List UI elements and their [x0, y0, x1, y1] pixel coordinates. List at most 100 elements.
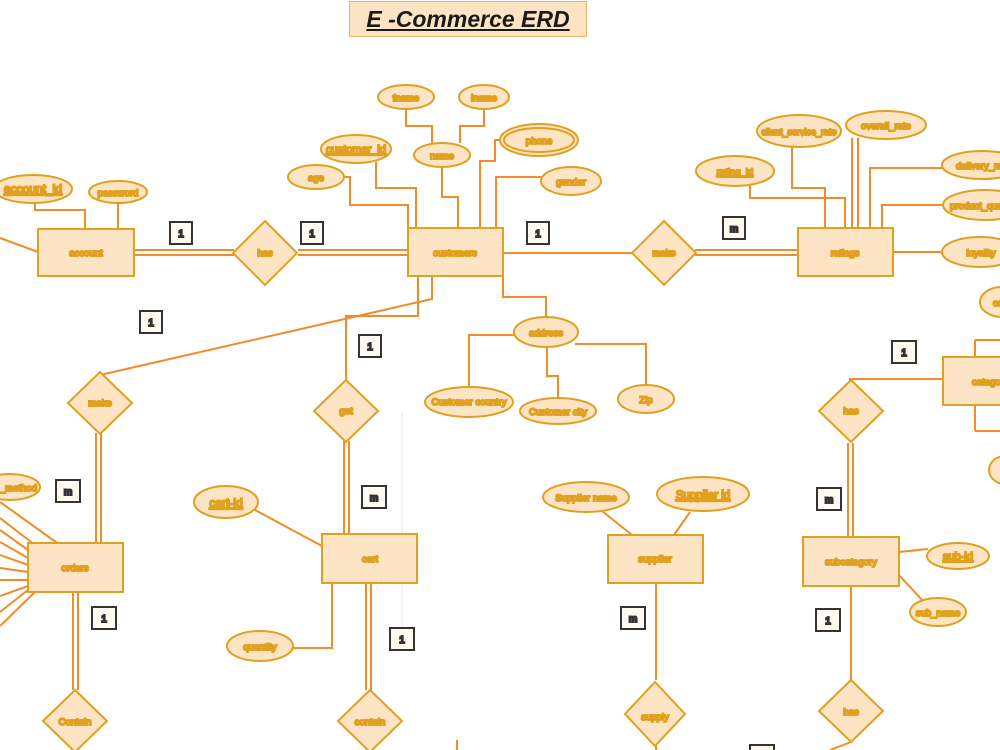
attribute-label: lname: [471, 93, 497, 104]
relationship-label: has: [843, 406, 859, 417]
relationship-label: has: [843, 707, 859, 718]
attribute-cart-id[interactable]: cart-id: [193, 485, 259, 519]
attribute-label: Customer country: [432, 397, 507, 408]
attribute-lname[interactable]: lname: [458, 84, 510, 110]
attribute-phone[interactable]: phone: [499, 123, 579, 157]
svg-text:1: 1: [901, 348, 907, 359]
svg-text:1: 1: [148, 318, 154, 329]
diagram-title: E -Commerce ERD: [366, 5, 570, 32]
entity-customers[interactable]: customers: [407, 227, 504, 277]
attribute-label: client_service_rate: [761, 127, 836, 137]
attribute-sub-id[interactable]: sub-id: [926, 542, 990, 570]
entity-subcategory[interactable]: subcategory: [802, 536, 900, 587]
attribute-customer-id[interactable]: customer_id: [320, 134, 392, 164]
attribute-label: quantity: [243, 642, 277, 653]
entity-label: account: [69, 248, 103, 259]
attribute-password[interactable]: password: [88, 180, 148, 204]
svg-text:m: m: [825, 495, 833, 506]
attribute-product-quality[interactable]: product_qua: [942, 189, 1000, 221]
entity-label: supplier: [638, 554, 671, 565]
svg-text:1: 1: [367, 342, 373, 353]
attribute-delivery-rate[interactable]: delivery_ra: [941, 150, 1000, 180]
attribute-loyality[interactable]: loyality: [941, 236, 1000, 268]
attribute-label: product_qua: [950, 201, 1000, 212]
attribute-rating-id[interactable]: rating_id: [695, 155, 775, 187]
relationship-get-cart[interactable]: get: [312, 378, 380, 444]
attribute-label: cart-id: [209, 496, 242, 510]
attribute-label: customer_id: [326, 144, 386, 156]
attribute-category-offscreen[interactable]: [988, 455, 1000, 485]
attribute-client-service-rate[interactable]: client_service_rate: [756, 114, 842, 148]
attribute-supplier-id[interactable]: Supplier id: [656, 476, 750, 512]
attribute-label: ca: [993, 298, 1000, 309]
relationship-label: make: [88, 398, 111, 409]
relationship-contain-orders[interactable]: Contain: [41, 688, 109, 750]
relationship-has-subcategory[interactable]: has: [817, 678, 885, 744]
relationship-label: contain: [355, 717, 386, 728]
entity-ratings[interactable]: ratings: [797, 227, 894, 277]
relationship-supply[interactable]: supply: [623, 680, 687, 748]
entity-cart[interactable]: cart: [321, 533, 418, 584]
cardinality-cart-contain: 1: [389, 627, 415, 651]
attribute-category[interactable]: ca: [979, 286, 1000, 318]
attribute-gender[interactable]: gender: [540, 166, 602, 196]
cardinality-subcategory-has: m: [816, 487, 842, 511]
attribute-zip[interactable]: Zip: [617, 384, 675, 414]
attribute-label: password: [98, 188, 139, 199]
cardinality-make-ratings: m: [722, 216, 746, 240]
attribute-supplier-name[interactable]: Supplier name: [542, 481, 630, 513]
cardinality-box-offscreen: [749, 744, 775, 750]
relationship-contain-cart[interactable]: contain: [336, 688, 404, 750]
attribute-account-id[interactable]: account_id: [0, 174, 73, 204]
entity-label: ratings: [831, 248, 860, 259]
relationship-label: supply: [641, 712, 669, 723]
attribute-label: fname: [393, 93, 419, 104]
relationship-has-category[interactable]: has: [817, 378, 885, 444]
relationship-make-ratings[interactable]: make: [630, 219, 698, 287]
relationship-has-account[interactable]: has: [231, 219, 299, 287]
connector-lines: [0, 109, 1000, 750]
svg-text:m: m: [629, 614, 637, 625]
cardinality-supplier-supply: m: [620, 606, 646, 630]
relationship-label: make: [652, 248, 675, 259]
attribute-label: name: [430, 151, 454, 162]
relationship-make-orders[interactable]: make: [66, 370, 134, 436]
attribute-label: _method: [0, 483, 37, 494]
attribute-label: rating_id: [717, 167, 753, 178]
svg-text:m: m: [730, 224, 738, 235]
svg-text:m: m: [370, 493, 378, 504]
entity-label: cart: [362, 554, 378, 565]
attribute-label: sub_name: [916, 608, 960, 619]
cardinality-has-customers: 1: [300, 221, 324, 245]
attribute-address[interactable]: address: [513, 316, 579, 348]
entity-label: orders: [62, 563, 89, 574]
attribute-label: phone: [526, 136, 552, 147]
attribute-customer-country[interactable]: Customer country: [424, 386, 514, 418]
svg-text:1: 1: [178, 229, 184, 240]
attribute-label: loyality: [966, 248, 995, 259]
relationship-label: Contain: [59, 717, 92, 728]
attribute-label: sub-id: [943, 551, 973, 563]
attribute-quantity[interactable]: quantity: [226, 630, 294, 662]
entity-account[interactable]: account: [37, 228, 135, 277]
attribute-payment-method[interactable]: _method: [0, 473, 41, 501]
cardinality-orders-make: m: [55, 479, 81, 503]
attribute-fname[interactable]: fname: [377, 84, 435, 110]
entity-orders[interactable]: orders: [27, 542, 124, 593]
attribute-label: Supplier name: [555, 493, 616, 504]
svg-text:1: 1: [825, 616, 831, 627]
attribute-label: account_id: [4, 182, 62, 196]
cardinality-customers-make: 1: [526, 221, 550, 245]
entity-supplier[interactable]: supplier: [607, 534, 704, 584]
entity-label: subcategory: [825, 557, 877, 568]
attribute-label: delivery_ra: [956, 161, 1000, 172]
entity-category[interactable]: catego: [942, 356, 1000, 406]
svg-text:m: m: [64, 487, 72, 498]
attribute-name[interactable]: name: [413, 142, 471, 168]
cardinality-subcategory-has-bottom: 1: [815, 608, 841, 632]
attribute-customer-city[interactable]: Customer city: [519, 397, 597, 425]
attribute-sub-name[interactable]: sub_name: [909, 597, 967, 627]
attribute-overall-rate[interactable]: overall_rate: [845, 110, 927, 140]
attribute-age[interactable]: age: [287, 164, 345, 190]
